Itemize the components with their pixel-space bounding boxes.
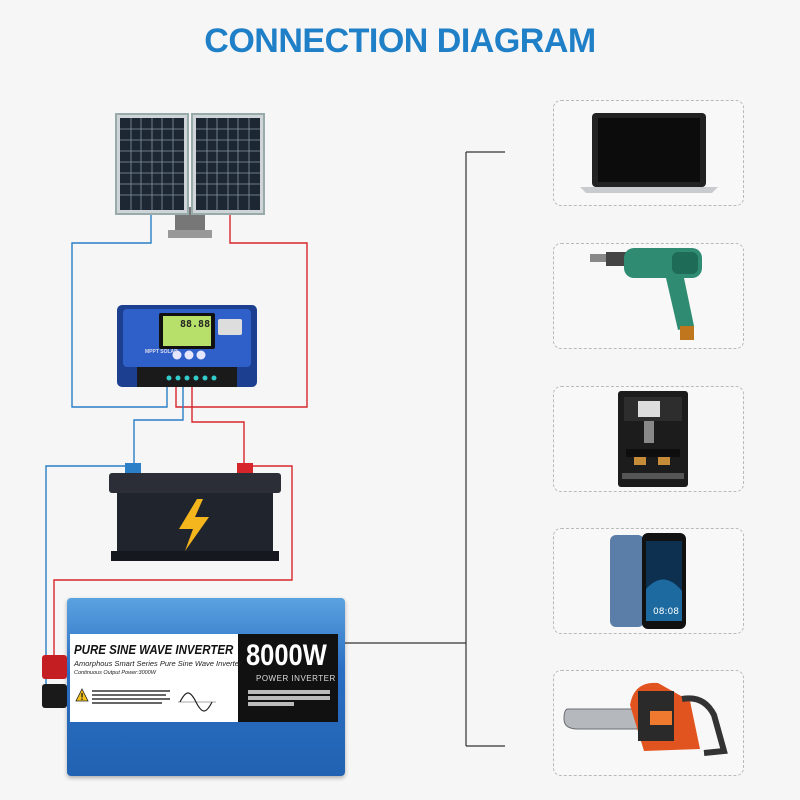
inverter-wattage: 8000W	[246, 639, 327, 672]
inverter-heading: PURE SINE WAVE INVERTER	[74, 643, 234, 657]
phone-clock: 08:08	[653, 607, 679, 617]
inverter-dark-panel	[238, 634, 338, 722]
page-title: CONNECTION DIAGRAM	[204, 22, 596, 60]
phone-icon	[610, 533, 686, 629]
coffee-machine-icon	[618, 391, 688, 487]
battery-inverter-negative-wire	[45, 465, 126, 690]
device-card-chainsaw	[553, 670, 744, 776]
laptop-icon	[580, 113, 718, 193]
inverter-label-panel	[70, 634, 238, 722]
device-card-phone: 08:08	[553, 528, 744, 634]
inverter-negative-terminal	[42, 684, 67, 708]
sine-wave-icon	[178, 692, 216, 712]
controller-display-value: 88.88	[180, 319, 211, 330]
controller-battery-positive-wire	[191, 383, 245, 466]
device-card-coffee-machine	[553, 386, 744, 492]
battery-icon	[109, 463, 281, 561]
charge-controller: 88.88 MPPT SOLAR	[117, 305, 257, 390]
charge-controller-icon	[117, 305, 257, 387]
panel-negative-wire	[71, 210, 168, 408]
chainsaw-icon	[563, 682, 728, 756]
drill-icon	[590, 248, 702, 340]
controller-battery-negative-wire	[133, 383, 184, 466]
solar-panel-icon	[115, 113, 265, 238]
panel-positive-wire	[175, 210, 308, 408]
inverter-subheading: Amorphous Smart Series Pure Sine Wave In…	[74, 659, 242, 668]
warning-icon	[75, 688, 89, 702]
inverter-type: POWER INVERTER	[256, 674, 336, 683]
device-card-drill	[553, 243, 744, 349]
controller-brand-label: MPPT SOLAR	[145, 349, 178, 355]
inverter-continuous-power: Continuous Output Power:3000W	[74, 670, 156, 676]
inverter-positive-terminal	[42, 655, 67, 679]
inverter-spec-lines	[92, 688, 172, 706]
device-card-laptop	[553, 100, 744, 206]
battery-inverter-positive-wire	[53, 465, 293, 660]
inverter-voltage-table	[248, 688, 334, 708]
